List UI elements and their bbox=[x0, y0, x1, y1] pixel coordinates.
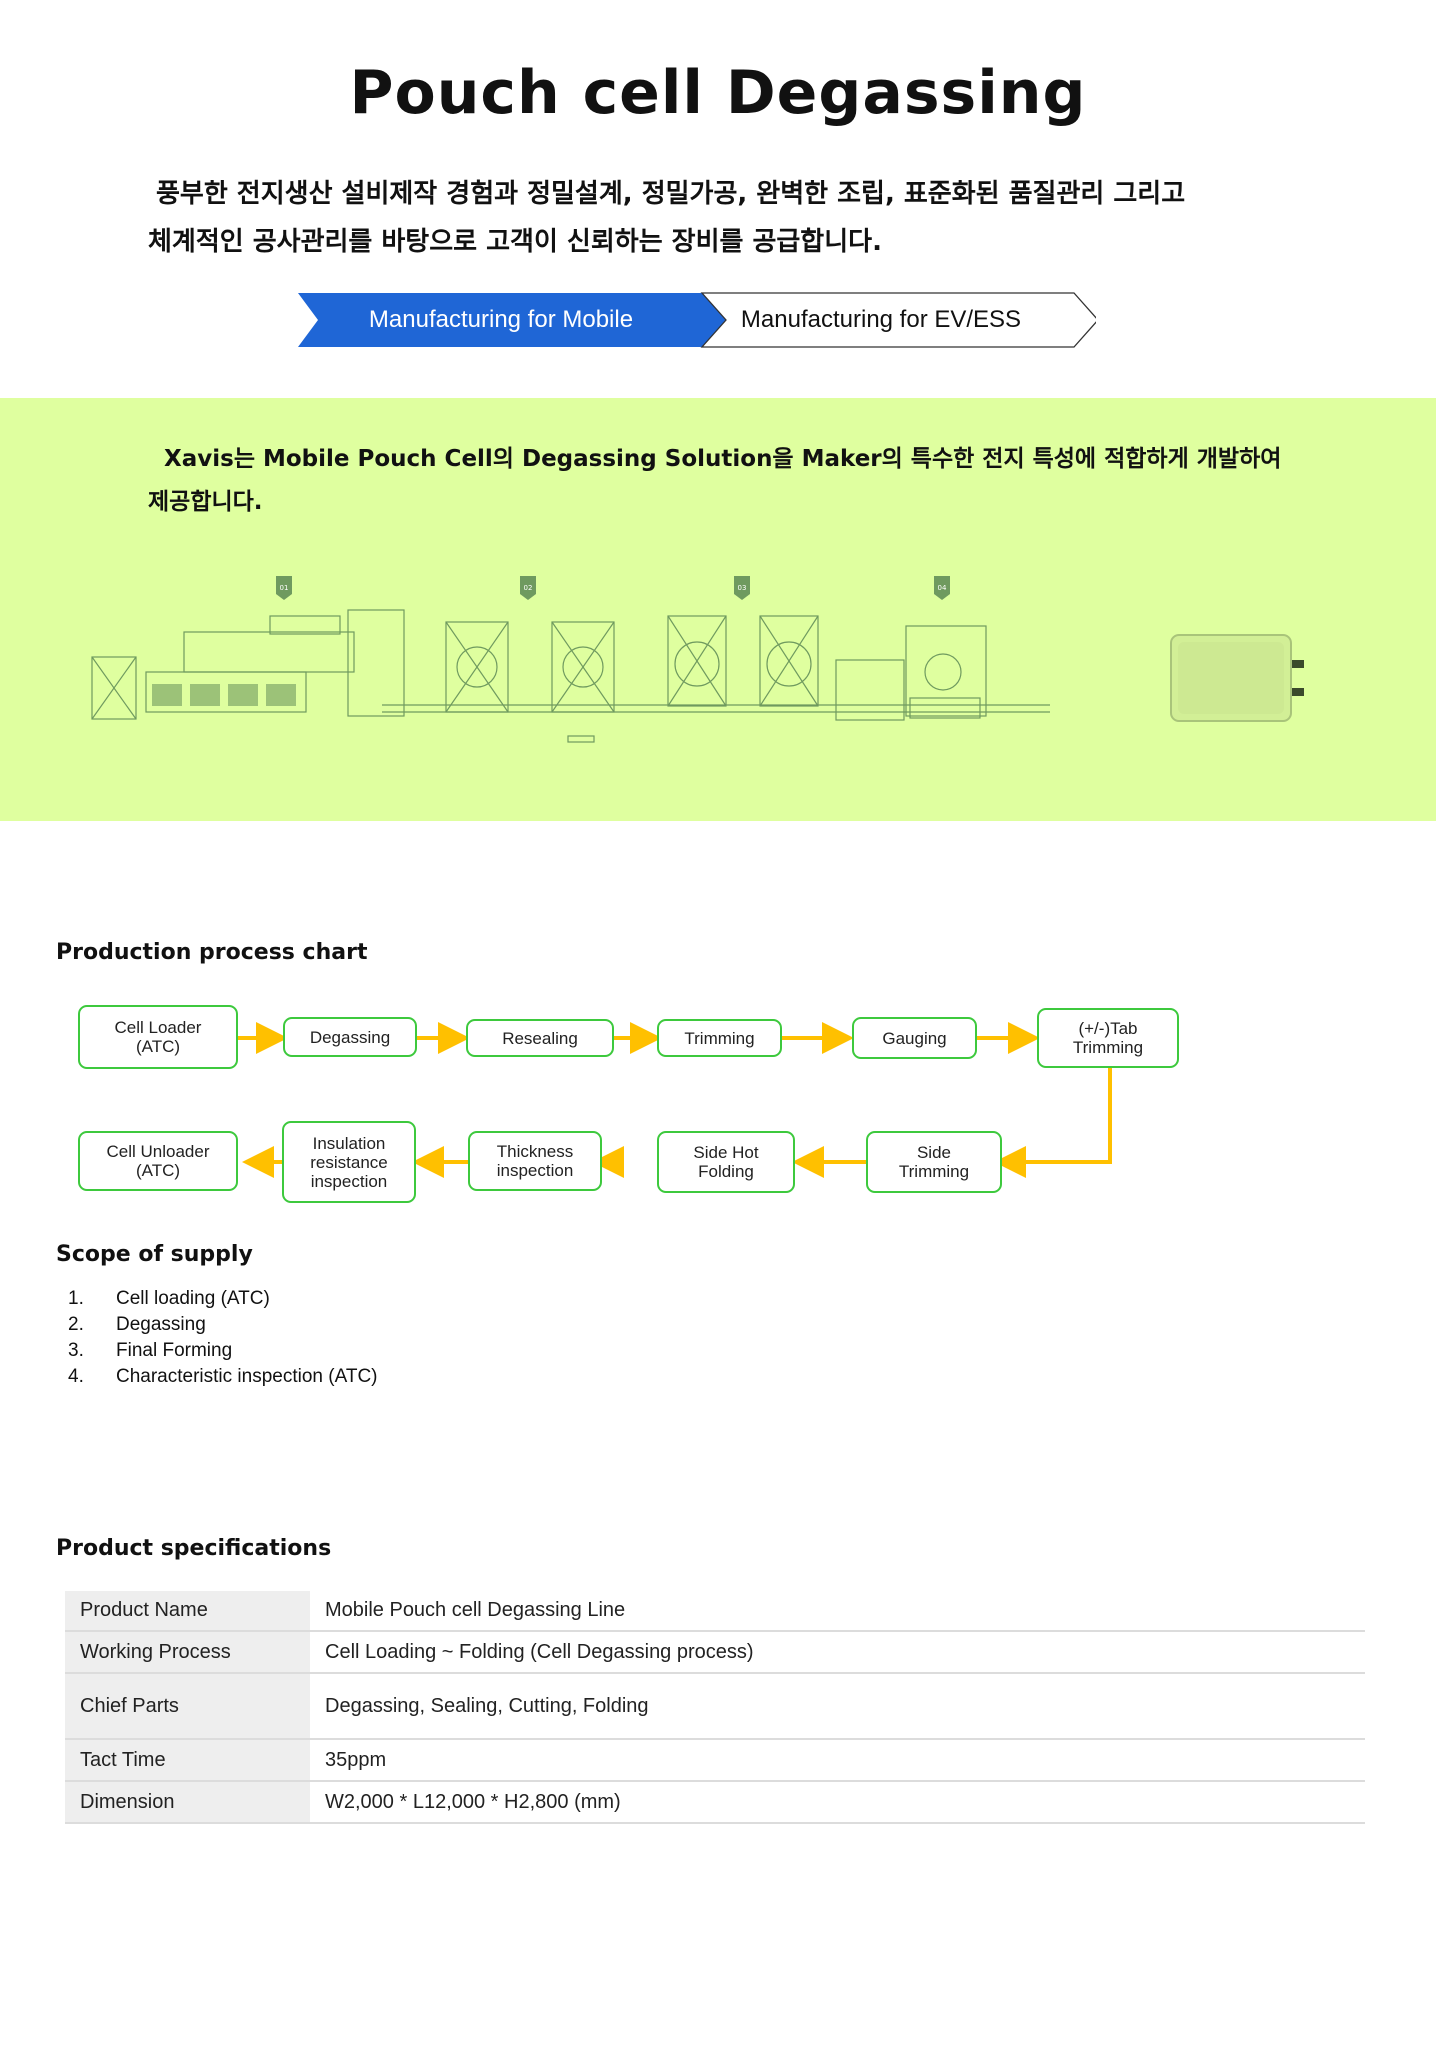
marker-03-label: 03 bbox=[738, 584, 747, 592]
marker-02-label: 02 bbox=[524, 584, 533, 592]
process-step: Resealing bbox=[466, 1019, 614, 1057]
list-item: 3.Final Forming bbox=[68, 1340, 233, 1361]
marker-03 bbox=[734, 576, 750, 600]
process-step: Trimming bbox=[657, 1019, 782, 1057]
list-item: 1.Cell loading (ATC) bbox=[68, 1288, 270, 1309]
marker-01-label: 01 bbox=[280, 584, 289, 592]
list-item: 2.Degassing bbox=[68, 1314, 206, 1335]
tab-manufacturing-ev-ess[interactable]: Manufacturing for EV/ESS bbox=[740, 306, 1022, 333]
page-title: Pouch cell Degassing bbox=[349, 58, 1087, 128]
table-row: Product Name Mobile Pouch cell Degassing… bbox=[65, 1591, 1365, 1632]
process-step: Degassing bbox=[283, 1017, 417, 1057]
solution-text: Xavis는 Mobile Pouch Cell의 Degassing Solu… bbox=[148, 438, 1308, 524]
spec-value: Cell Loading ~ Folding (Cell Degassing p… bbox=[310, 1631, 1365, 1674]
tab-manufacturing-mobile[interactable]: Manufacturing for Mobile bbox=[368, 306, 634, 333]
table-row: Dimension W2,000 * L12,000 * H2,800 (mm) bbox=[65, 1781, 1365, 1824]
process-step: Gauging bbox=[852, 1017, 977, 1059]
intro-line-2: 체계적인 공사관리를 바탕으로 고객이 신뢰하는 장비를 공급합니다. bbox=[148, 227, 882, 257]
solution-line-1: Xavis는 Mobile Pouch Cell의 Degassing Solu… bbox=[164, 446, 1282, 472]
process-step: Insulation resistance inspection bbox=[282, 1121, 416, 1203]
specs-table: Product Name Mobile Pouch cell Degassing… bbox=[65, 1591, 1365, 1824]
process-step: Cell Unloader (ATC) bbox=[78, 1131, 238, 1191]
scope-heading: Scope of supply bbox=[56, 1242, 253, 1267]
intro-text: 풍부한 전지생산 설비제작 경험과 정밀설계, 정밀가공, 완벽한 조립, 표준… bbox=[148, 170, 1308, 266]
spec-value: Degassing, Sealing, Cutting, Folding bbox=[310, 1673, 1365, 1740]
process-step: Side Hot Folding bbox=[657, 1131, 795, 1193]
spec-key: Tact Time bbox=[65, 1739, 310, 1782]
marker-04 bbox=[934, 576, 950, 600]
solution-band: Xavis는 Mobile Pouch Cell의 Degassing Solu… bbox=[0, 398, 1436, 821]
equipment-layout-drawing: 01 02 03 04 bbox=[91, 576, 1050, 743]
spec-value: Mobile Pouch cell Degassing Line bbox=[310, 1591, 1365, 1632]
intro-line-1: 풍부한 전지생산 설비제작 경험과 정밀설계, 정밀가공, 완벽한 조립, 표준… bbox=[156, 179, 1186, 209]
scope-list: 1.Cell loading (ATC) 2.Degassing 3.Final… bbox=[68, 1286, 378, 1390]
spec-key: Product Name bbox=[65, 1591, 310, 1632]
table-row: Chief Parts Degassing, Sealing, Cutting,… bbox=[65, 1673, 1365, 1740]
spec-key: Working Process bbox=[65, 1631, 310, 1674]
process-step: Side Trimming bbox=[866, 1131, 1002, 1193]
table-row: Tact Time 35ppm bbox=[65, 1739, 1365, 1782]
marker-04-label: 04 bbox=[938, 584, 947, 592]
spec-key: Chief Parts bbox=[65, 1673, 310, 1740]
process-step: Cell Loader (ATC) bbox=[78, 1005, 238, 1069]
solution-line-2: 제공합니다. bbox=[148, 489, 263, 515]
specs-heading: Product specifications bbox=[56, 1536, 332, 1561]
category-tabs: Manufacturing for Mobile Manufacturing f… bbox=[296, 292, 1096, 348]
tab-ev-shape[interactable] bbox=[700, 292, 1096, 348]
spec-value: W2,000 * L12,000 * H2,800 (mm) bbox=[310, 1781, 1365, 1824]
marker-01 bbox=[276, 576, 292, 600]
pouch-cell-image bbox=[1170, 634, 1304, 722]
flow-arrows bbox=[238, 1022, 1112, 1178]
process-step: Thickness inspection bbox=[468, 1131, 602, 1191]
tab-mobile-shape[interactable] bbox=[298, 293, 732, 347]
marker-02 bbox=[520, 576, 536, 600]
process-step: (+/-)Tab Trimming bbox=[1037, 1008, 1179, 1068]
list-item: 4.Characteristic inspection (ATC) bbox=[68, 1366, 378, 1387]
process-heading: Production process chart bbox=[56, 940, 368, 965]
spec-value: 35ppm bbox=[310, 1739, 1365, 1782]
table-row: Working Process Cell Loading ~ Folding (… bbox=[65, 1631, 1365, 1674]
tab-arrows bbox=[298, 292, 1096, 348]
spec-key: Dimension bbox=[65, 1781, 310, 1824]
